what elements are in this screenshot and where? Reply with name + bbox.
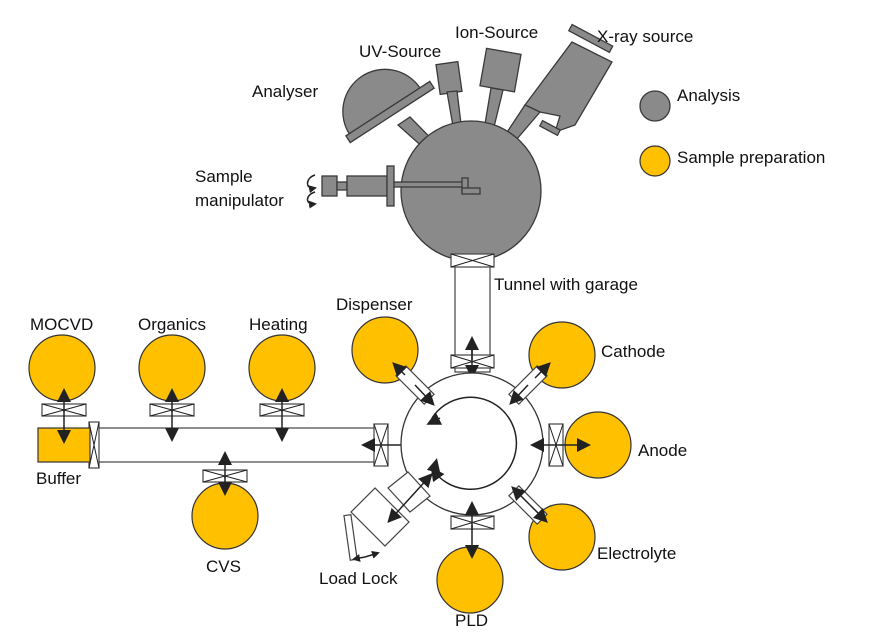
label-uv-source: UV-Source (359, 42, 441, 61)
legend-analysis-label: Analysis (677, 86, 740, 105)
load-lock[interactable] (343, 471, 433, 562)
legend-analysis-swatch (639, 90, 671, 122)
label-anode: Anode (638, 441, 687, 460)
label-buffer: Buffer (36, 469, 81, 488)
chamber-dispenser[interactable] (351, 316, 435, 406)
label-load-lock: Load Lock (319, 569, 398, 588)
label-tunnel: Tunnel with garage (494, 275, 638, 294)
label-mocvd: MOCVD (30, 315, 93, 334)
chamber-cathode[interactable] (508, 321, 596, 405)
label-pld: PLD (455, 611, 488, 630)
legend-sample-preparation-label: Sample preparation (677, 148, 825, 167)
label-cathode: Cathode (601, 342, 665, 361)
tunnel-with-garage (450, 253, 495, 379)
chamber-electrolyte[interactable] (508, 485, 596, 571)
label-electrolyte: Electrolyte (597, 544, 676, 563)
chamber-pld[interactable] (436, 501, 504, 614)
legend-sample-preparation-swatch (639, 145, 671, 177)
label-sample-manipulator-1: Sample (195, 167, 253, 186)
label-xray-source: X-ray source (597, 27, 693, 46)
label-heating: Heating (249, 315, 308, 334)
transfer-pipe (88, 421, 416, 469)
label-sample-manipulator-2: manipulator (195, 191, 284, 210)
label-dispenser: Dispenser (336, 295, 413, 314)
label-cvs: CVS (206, 557, 241, 576)
chamber-heating[interactable] (248, 334, 316, 442)
label-organics: Organics (138, 315, 206, 334)
label-analyser: Analyser (252, 82, 318, 101)
chamber-anode[interactable] (530, 411, 632, 479)
legend: Analysis Sample preparation (639, 86, 825, 177)
chamber-cvs[interactable] (191, 451, 259, 550)
label-ion-source: Ion-Source (455, 23, 538, 42)
chamber-mocvd[interactable] (28, 334, 96, 444)
sample-manipulator[interactable] (306, 165, 481, 209)
chamber-organics[interactable] (138, 334, 206, 442)
analysis-chamber (306, 23, 614, 262)
